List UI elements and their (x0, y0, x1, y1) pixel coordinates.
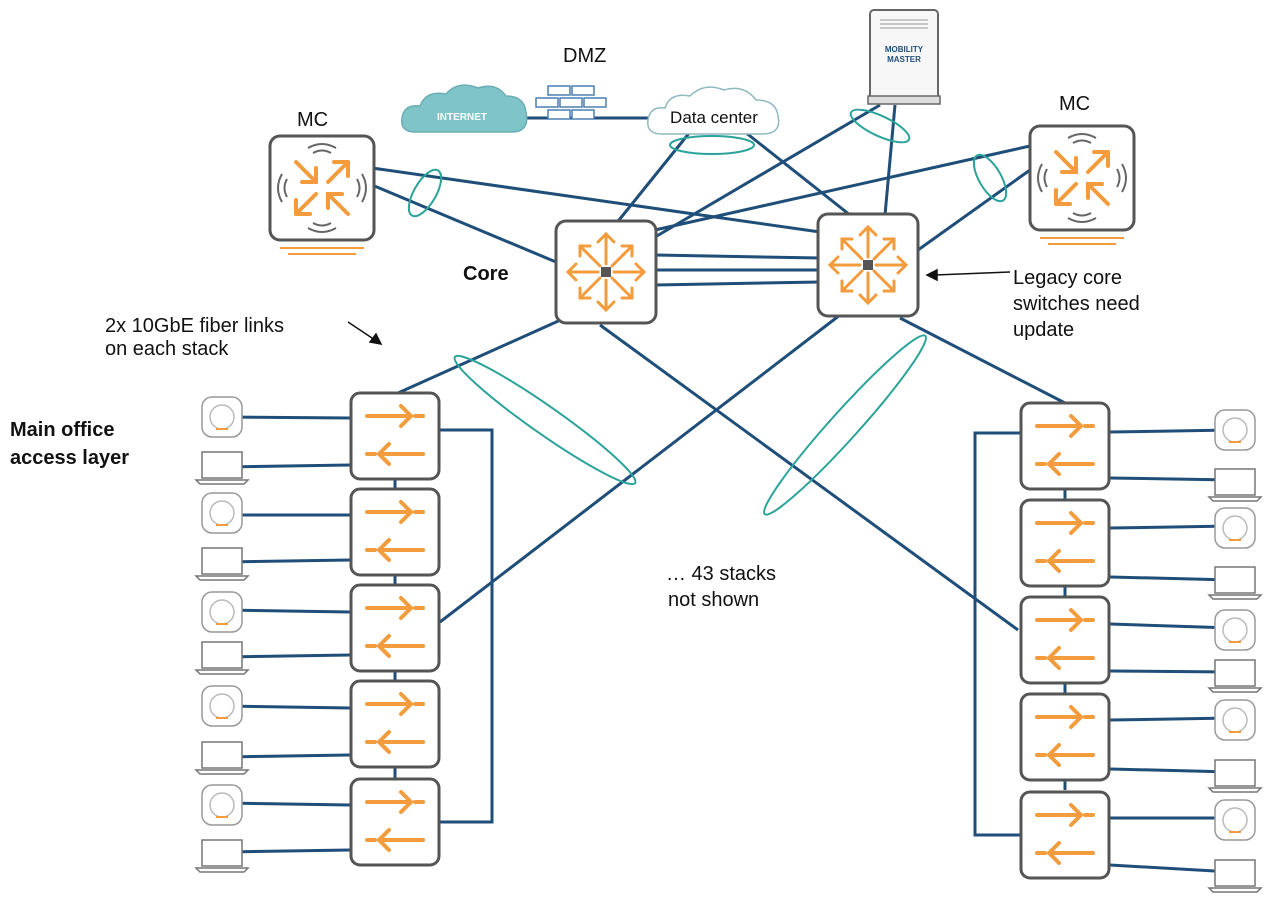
data-center-cloud-icon: Data center (647, 86, 780, 135)
left-access-switch-3 (349, 583, 441, 673)
link-lines (224, 103, 1233, 874)
laptop-icon (195, 839, 249, 873)
left-access-switch-5 (349, 777, 441, 867)
core-switch-left (554, 219, 658, 325)
laptop-icon (1208, 759, 1262, 793)
laptop-icon (1208, 566, 1262, 600)
laptop-icon (195, 547, 249, 581)
access-point-icon (201, 492, 243, 534)
internet-cloud-icon: INTERNET (401, 84, 528, 133)
main-office-label-line2: access layer (10, 447, 130, 469)
stacks-not-shown-line2: not shown (668, 589, 760, 611)
core-switch-right (816, 212, 920, 318)
mobility-controller-right (1028, 124, 1136, 246)
mc-right-label: MC (1059, 93, 1091, 115)
firewall-icon (535, 85, 607, 120)
legacy-core-label-line3: update (1013, 319, 1075, 341)
right-access-switch-3 (1019, 595, 1111, 685)
access-point-icon (1214, 507, 1256, 549)
legacy-core-label-line2: switches need (1013, 293, 1140, 315)
annotation-arrows (347, 268, 1011, 346)
internet-label: INTERNET (437, 112, 487, 123)
mobility-controller-left (268, 134, 376, 256)
left-access-switch-1 (349, 391, 441, 481)
right-access-switch-1 (1019, 401, 1111, 491)
core-label: Core (463, 263, 509, 285)
access-point-icon (1214, 799, 1256, 841)
access-point-icon (201, 396, 243, 438)
access-point-icon (1214, 609, 1256, 651)
laptop-icon (195, 451, 249, 485)
right-access-switch-4 (1019, 692, 1111, 782)
laptop-icon (1208, 859, 1262, 893)
right-access-switch-2 (1019, 498, 1111, 588)
laptop-icon (1208, 468, 1262, 502)
dmz-label: DMZ (563, 45, 607, 67)
left-access-switch-4 (349, 679, 441, 769)
access-point-icon (201, 685, 243, 727)
access-point-icon (201, 784, 243, 826)
fiber-links-label-line2: on each stack (105, 338, 229, 360)
left-access-switch-2 (349, 487, 441, 577)
laptop-icon (195, 641, 249, 675)
lag-ellipses (407, 108, 1008, 516)
legacy-core-label-line1: Legacy core (1013, 267, 1122, 289)
stacks-not-shown-line1: … 43 stacks (666, 563, 777, 585)
laptop-icon (195, 741, 249, 775)
main-office-label-line1: Main office (10, 419, 115, 441)
mc-left-label: MC (297, 109, 329, 131)
mobility-master-line1: MOBILITY (885, 45, 924, 54)
right-access-switch-5 (1019, 790, 1111, 880)
data-center-label: Data center (670, 108, 758, 127)
mobility-master-server-icon: MOBILITY MASTER (867, 9, 941, 105)
access-point-icon (1214, 409, 1256, 451)
fiber-links-label-line1: 2x 10GbE fiber links (105, 315, 284, 337)
mobility-master-line2: MASTER (887, 55, 921, 64)
access-point-icon (201, 591, 243, 633)
access-point-icon (1214, 699, 1256, 741)
laptop-icon (1208, 659, 1262, 693)
